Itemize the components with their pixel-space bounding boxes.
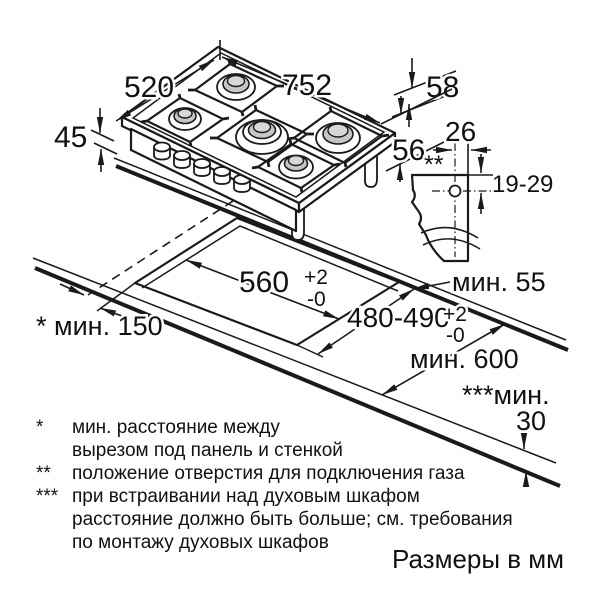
control-knobs (153, 141, 251, 193)
dim-tick-45-bottom (93, 142, 118, 155)
cutout-right-extension (398, 281, 426, 294)
footnote-text: положение отверстия для подключения газа (72, 463, 465, 484)
dim-label-56: 56 (392, 134, 425, 167)
dim-label-560-plus: +2 (304, 266, 328, 289)
gas-marker-asterisks: ** (424, 151, 444, 179)
dim-label-752: 752 (282, 69, 332, 102)
burner-left (168, 107, 202, 131)
footnote-marker-1: * (36, 417, 44, 438)
dim-label-19-29: 19-29 (492, 171, 553, 198)
burner-back (216, 73, 256, 101)
dim-ext-56-top (380, 88, 453, 125)
units-caption: Размеры в мм (392, 544, 564, 574)
hob-drawing (120, 45, 397, 241)
burner-front (278, 154, 314, 180)
clearance-label-rear: мин. 55 (452, 267, 546, 297)
worktop-front-edge-line (32, 257, 557, 464)
dim-label-560-minus: -0 (307, 288, 326, 311)
dim-line-560 (185, 259, 340, 320)
clearance-label-below-1: ***мин. (462, 380, 550, 410)
clearance-arrow-rear (412, 281, 451, 290)
cutout-bottom-extension (296, 344, 324, 358)
dimension-annotations: 520 752 45 58 56 26 ** 19-29 (34, 40, 556, 487)
clearance-label-below-2: 30 (516, 406, 546, 436)
cutout-corner-extension (96, 282, 136, 312)
footnote-text: расстояние должно быть больше; см. требо… (72, 509, 513, 530)
footnote-text: мин. расстояние между (72, 417, 280, 438)
break-line-upper (420, 226, 479, 239)
dim-label-480-plus: +2 (443, 303, 467, 326)
dim-label-480-490: 480-490 (347, 302, 450, 333)
clearance-arrow-side-a (59, 283, 85, 296)
worktop-rear-edge-line (113, 157, 567, 341)
footnote-marker-2: ** (36, 463, 51, 484)
worktop-front-edge-thick-line (34, 266, 561, 488)
worktop-rear-edge-thick-line (115, 164, 569, 352)
dim-label-26: 26 (445, 116, 476, 147)
dim-tick-45-top (90, 129, 115, 142)
footnote-text: при встраивании над духовым шкафом (72, 486, 420, 507)
dim-line-752 (221, 56, 381, 124)
dim-label-520: 520 (124, 71, 174, 104)
dim-line-480-490 (317, 288, 415, 355)
gas-connection-detail (410, 143, 493, 263)
clearance-label-depth: мин. 600 (410, 344, 519, 374)
gas-connection-hole (448, 184, 462, 198)
dim-line-520 (115, 59, 215, 122)
dim-label-560: 560 (239, 266, 289, 299)
clearance-label-side: * мин. 150 (36, 311, 163, 341)
dim-label-45: 45 (54, 121, 87, 154)
footnote-text: по монтажу духовых шкафов (72, 532, 329, 553)
footnotes: * мин. расстояние между вырезом под пане… (36, 417, 564, 574)
dim-ext-58-top (393, 70, 457, 96)
footnote-marker-3: *** (36, 486, 59, 507)
clearance-arrow-side-b (99, 307, 123, 317)
footnote-text: вырезом под панель и стенкой (72, 440, 343, 461)
burner-right (315, 122, 361, 154)
burner-center-wok (235, 119, 289, 155)
break-line-lower (422, 238, 481, 250)
dim-line-600 (381, 323, 506, 396)
cutout-inner-lip (141, 225, 399, 292)
